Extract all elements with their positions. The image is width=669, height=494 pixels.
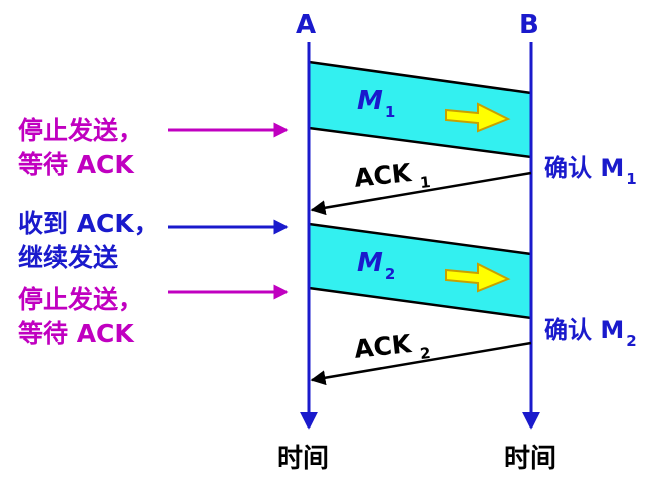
ack2-main: ACK: [352, 329, 413, 364]
note-stop-wait-2: 停止发送， 等待 ACK: [18, 285, 144, 348]
confirm-m2-subscript: 2: [626, 332, 637, 350]
direction-arrow-m2: [445, 262, 511, 293]
note-stop-wait-1: 停止发送， 等待 ACK: [18, 116, 144, 179]
message-band-m1: [307, 60, 533, 159]
node-b-label: B: [519, 10, 539, 40]
direction-arrow-m1: [445, 102, 511, 133]
message-m1-subscript: 1: [384, 103, 396, 121]
ack1-subscript: 1: [419, 173, 432, 193]
message-m2-subscript: 2: [384, 265, 396, 283]
node-a-label: A: [296, 10, 317, 40]
ack2-arrow: [310, 341, 532, 386]
confirm-m2-main: 确认 M: [544, 316, 625, 344]
message-band-m2: [307, 222, 533, 320]
message-m1-main: M: [357, 86, 383, 116]
message-m2-main: M: [357, 248, 383, 278]
ack2-subscript: 2: [419, 344, 432, 364]
time-label-a: 时间: [277, 444, 330, 474]
ack1-main: ACK: [352, 158, 413, 193]
ack1-arrow: [310, 171, 532, 216]
confirm-m1-main: 确认 M: [544, 154, 625, 182]
time-label-b: 时间: [504, 444, 557, 474]
note-received-continue: 收到 ACK， 继续发送: [18, 209, 159, 272]
confirm-m1-subscript: 1: [626, 170, 637, 188]
